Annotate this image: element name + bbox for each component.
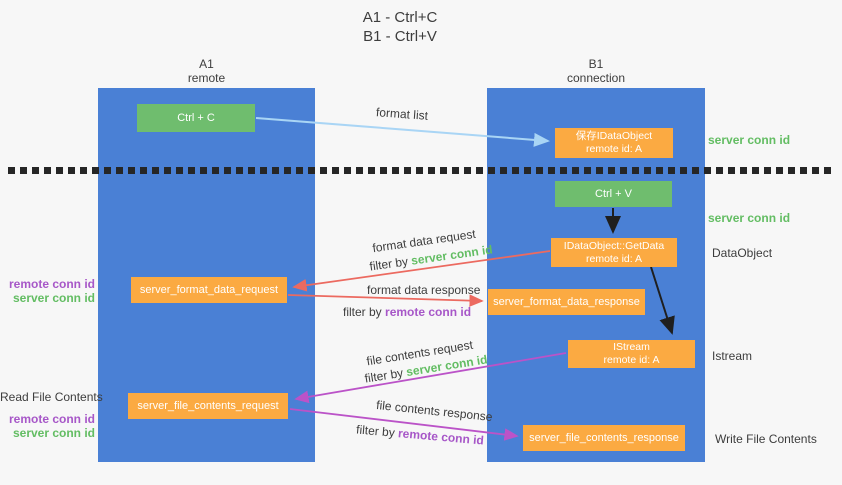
node-ctrl-v-label: Ctrl + V <box>595 187 632 200</box>
node-server-file-contents-request-label: server_file_contents_request <box>137 399 279 412</box>
filter-remote-conn-id: remote conn id <box>397 426 485 448</box>
label-dataobject: DataObject <box>712 246 773 260</box>
node-server-file-contents-response: server_file_contents_response <box>523 425 685 451</box>
node-ctrl-v: Ctrl + V <box>555 181 672 207</box>
lane-b1-title: B1 <box>588 57 604 71</box>
node-getdata: IDataObject::GetData remote id: A <box>551 238 677 267</box>
node-server-format-data-request: server_format_data_request <box>131 277 287 303</box>
node-server-format-data-response-label: server_format_data_response <box>493 295 640 308</box>
lane-a1-title: A1 <box>199 57 214 71</box>
node-server-file-contents-request: server_file_contents_request <box>128 393 288 419</box>
title-line-b1: B1 - Ctrl+V <box>363 28 437 45</box>
label-block-format-ids: remote conn id server conn id <box>0 277 95 305</box>
dotted-divider <box>8 167 832 174</box>
label-server-conn-id-file: server conn id <box>12 426 95 440</box>
filter-prefix: filter by <box>363 365 405 386</box>
label-write-file-contents: Write File Contents <box>715 432 817 446</box>
label-format-list: format list <box>375 105 429 123</box>
title-line-a1: A1 - Ctrl+C <box>362 9 438 26</box>
label-format-data-response: format data response <box>367 283 481 297</box>
label-read-file-contents: Read File Contents <box>0 390 103 404</box>
filter-prefix: filter by <box>343 305 382 319</box>
lane-header-b1: B1 connection <box>487 57 705 85</box>
label-server-conn-id-ctrlv: server conn id <box>708 211 791 225</box>
filter-prefix: filter by <box>355 422 396 440</box>
node-save-idataobject-line1: 保存IDataObject <box>575 130 653 142</box>
label-istream: Istream <box>712 349 753 363</box>
node-getdata-line1: IDataObject::GetData <box>563 239 665 252</box>
filter-remote-conn-id: remote conn id <box>385 305 472 319</box>
label-filter-remote-conn-id-2: filter by remote conn id <box>356 422 485 447</box>
node-save-idataobject: 保存IDataObject remote id: A <box>555 128 673 158</box>
node-istream-line1: IStream <box>613 341 650 353</box>
node-server-format-data-request-label: server_format_data_request <box>139 283 279 296</box>
filter-prefix: filter by <box>368 254 409 274</box>
node-server-format-data-response: server_format_data_response <box>488 289 645 315</box>
lane-b1-subtitle: connection <box>566 71 626 85</box>
label-file-contents-response: file contents response <box>375 397 494 425</box>
node-save-idataobject-line2: remote id: A <box>585 143 643 155</box>
node-server-file-contents-response-label: server_file_contents_response <box>529 431 679 444</box>
label-block-file-ids: Read File Contents remote conn id server… <box>0 390 103 440</box>
node-istream-line2: remote id: A <box>603 354 660 366</box>
node-ctrl-c-label: Ctrl + C <box>177 111 215 124</box>
lane-header-a1: A1 remote <box>98 57 315 85</box>
label-server-conn-id-top: server conn id <box>708 133 791 147</box>
label-server-conn-id-format: server conn id <box>12 291 95 305</box>
node-getdata-line2: remote id: A <box>585 252 643 265</box>
node-ctrl-c: Ctrl + C <box>137 104 255 132</box>
label-filter-remote-conn-id-1: filter by remote conn id <box>343 305 471 319</box>
node-istream: IStream remote id: A <box>568 340 695 368</box>
label-remote-conn-id-file: remote conn id <box>8 412 95 426</box>
lane-a1-subtitle: remote <box>187 71 226 85</box>
label-remote-conn-id-format: remote conn id <box>8 277 95 291</box>
page-title: A1 - Ctrl+C B1 - Ctrl+V <box>320 8 480 46</box>
